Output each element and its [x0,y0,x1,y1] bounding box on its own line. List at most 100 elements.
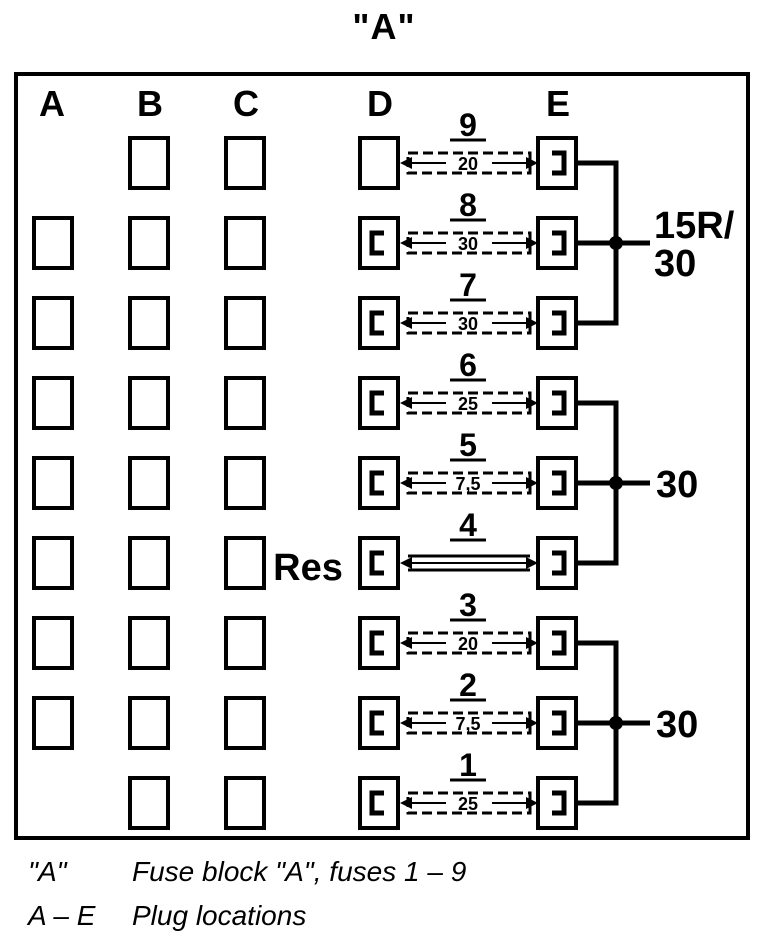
terminal-e [536,296,578,350]
diagram-title: "A" [352,6,416,47]
terminal-e [536,616,578,670]
terminal-d [358,296,400,350]
plug-slot-c [224,616,266,670]
terminal-e [536,776,578,830]
arrow-head [400,397,412,409]
arrow-head [526,317,538,329]
terminal-d [358,776,400,830]
plug-slot-c [224,216,266,270]
terminal-d-contact [369,630,384,656]
fuse-number: 8 [459,187,477,223]
fuse-rating: 30 [458,314,478,334]
plug-slot-c [224,456,266,510]
arrow-head [400,717,412,729]
plug-slot-b [128,536,170,590]
terminal-e-contact [552,790,567,816]
terminal-d [358,136,400,190]
supply-bus-30-middle [576,400,650,566]
arrow-head [526,477,538,489]
arrow-head [526,717,538,729]
legend-key: A – E [28,900,96,931]
arrow-head [400,637,412,649]
arrow-head [526,637,538,649]
plug-slot-c [224,296,266,350]
terminal-d-contact [369,470,384,496]
arrow-head [400,237,412,249]
fuse-4: 4 [358,507,578,590]
legend-key: "A" [28,856,67,887]
terminal-d-contact [369,310,384,336]
arrow-head [526,237,538,249]
terminal-e-contact [552,310,567,336]
plug-slot-b [128,296,170,350]
plug-slot-a [32,376,74,430]
plug-slot-b [128,776,170,830]
supply-label-top-line1: 15R/ [654,205,735,247]
terminal-d-contact [369,790,384,816]
fuse-number: 1 [459,747,477,783]
supply-bus-30-bottom [576,640,650,806]
terminal-e [536,536,578,590]
fuse-number: 9 [459,107,477,143]
terminal-e [536,216,578,270]
terminal-e-contact [552,150,567,176]
plug-slot-c [224,536,266,590]
plug-slot-b [128,136,170,190]
plug-slot-c [224,376,266,430]
column-header-c: C [233,83,259,124]
arrow-head [400,157,412,169]
terminal-e-contact [552,230,567,256]
supply-label-top-line2: 30 [654,243,696,285]
legend-row-plug-locations: A – E Plug locations [28,900,306,932]
terminal-d [358,616,400,670]
terminal-d [358,456,400,510]
plug-slot-b [128,376,170,430]
terminal-d [358,216,400,270]
terminal-e-contact [552,550,567,576]
fuse-rating: 25 [458,794,478,814]
fuse-number: 7 [459,267,477,303]
arrow-head [526,557,538,569]
terminal-e [536,376,578,430]
plug-slot-c [224,776,266,830]
fuse-rating: 20 [458,154,478,174]
arrow-head [400,317,412,329]
supply-label-middle: 30 [656,464,698,506]
bus-junction [609,716,623,730]
terminal-d-contact [369,230,384,256]
plug-slot-a [32,456,74,510]
terminal-d [358,536,400,590]
fuse-1: 1 25 [358,747,578,830]
plug-slot-a [32,696,74,750]
column-header-e: E [546,83,570,124]
fuse-number: 6 [459,347,477,383]
plug-slot-a [32,616,74,670]
terminal-e-contact [552,470,567,496]
legend-text: Plug locations [132,900,307,931]
arrow-head [526,397,538,409]
plug-slot-a [32,536,74,590]
plug-slot-b [128,616,170,670]
terminal-e-contact [552,710,567,736]
fuse-8: 830 [358,187,578,270]
plug-slot-b [128,696,170,750]
terminal-e-contact [552,390,567,416]
fuse-7: 7 30 [358,267,578,350]
arrow-head [400,797,412,809]
fuse-rating: 25 [458,394,478,414]
arrow-head [400,557,412,569]
fuse-rating: 7,5 [455,474,480,494]
terminal-e [536,696,578,750]
bus-junction [609,236,623,250]
plug-slot-c [224,696,266,750]
terminal-d [358,696,400,750]
fuse-number: 5 [459,427,477,463]
fuse-number: 3 [459,587,477,623]
terminal-d [358,376,400,430]
fuse-block-frame [14,72,750,840]
arrow-head [400,477,412,489]
fuse-number: 2 [459,667,477,703]
fuse-5: 57,5 [358,427,578,510]
legend-text: Fuse block "A", fuses 1 – 9 [132,856,467,887]
bus-junction [609,476,623,490]
